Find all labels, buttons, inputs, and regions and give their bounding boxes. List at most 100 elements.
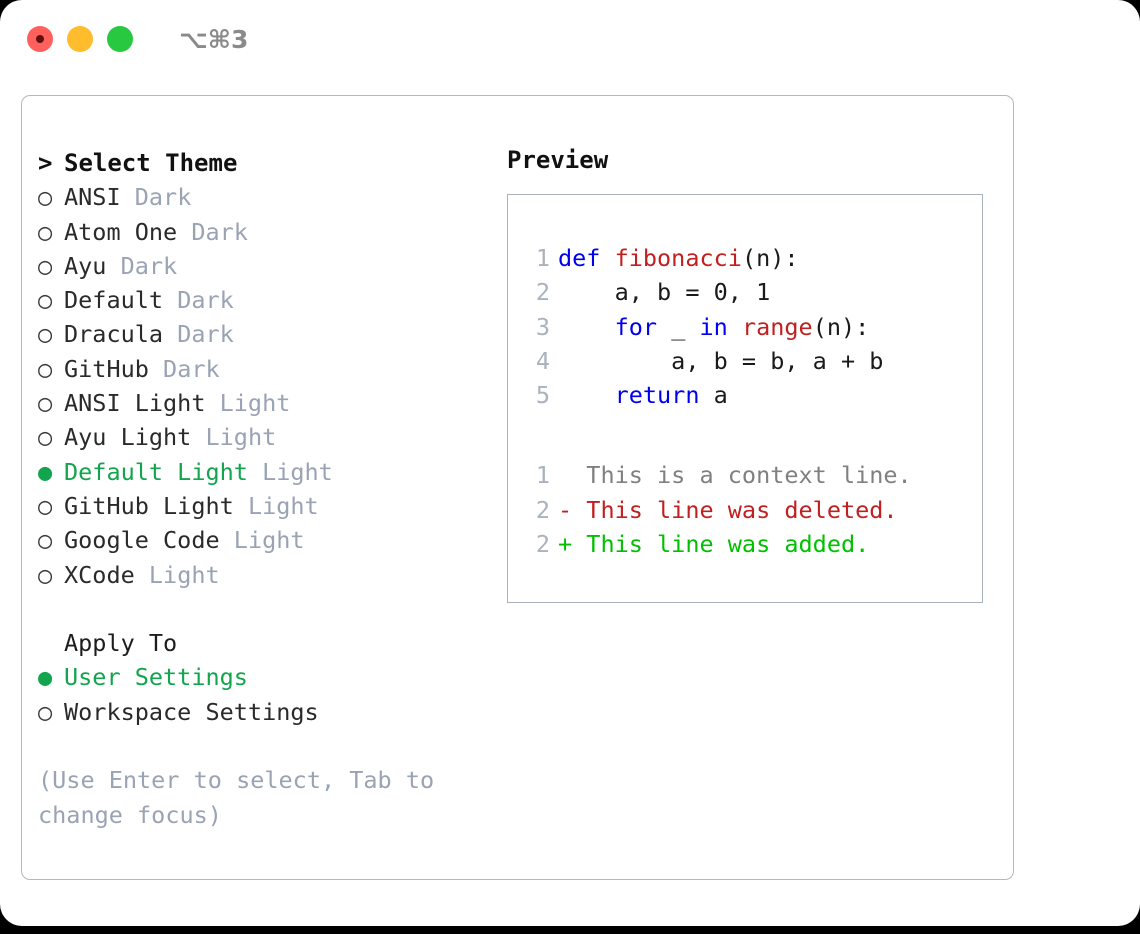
close-button[interactable] xyxy=(27,26,53,52)
theme-list-item[interactable]: ○XCode Light xyxy=(38,558,487,592)
code-token: (n): xyxy=(741,244,799,272)
theme-name-label: Default xyxy=(64,286,164,315)
theme-list-item[interactable]: ○ Google Code Light xyxy=(38,523,487,557)
theme-name-label: ANSI Light xyxy=(64,389,206,418)
select-theme-header: > Select Theme xyxy=(38,146,487,180)
diff-text: This line was deleted. xyxy=(586,495,898,524)
minimize-button[interactable] xyxy=(67,26,93,52)
radio-unselected-icon: ○ xyxy=(38,423,53,452)
theme-list-item[interactable]: ○Atom One Dark xyxy=(38,215,487,249)
theme-list-item[interactable]: ○ Dracula Dark xyxy=(38,317,487,351)
theme-list-item[interactable]: ○ Ayu Light Light xyxy=(38,420,487,454)
diff-sign: - xyxy=(558,495,587,524)
diff-line: 1 This is a context line. xyxy=(508,458,982,492)
line-number: 4 xyxy=(535,346,550,375)
code-line: 3 for _ in range(n): xyxy=(508,310,982,344)
radio-unselected-icon: ○ xyxy=(38,320,53,349)
theme-list-item[interactable]: ○Default Dark xyxy=(38,283,487,317)
theme-name-label: ANSI xyxy=(64,183,121,212)
theme-list-item[interactable]: ○ ANSI Light Light xyxy=(38,386,487,420)
theme-list-item[interactable]: ○ GitHub Dark xyxy=(38,352,487,386)
theme-list-item[interactable]: ○ ANSI Dark xyxy=(38,180,487,214)
theme-mode-badge: Dark xyxy=(177,286,234,315)
line-number: 1 xyxy=(535,244,550,272)
theme-list: ○ANSI Dark○Atom One Dark○Ayu Dark○Defaul… xyxy=(38,180,487,592)
line-number: 2 xyxy=(535,278,550,307)
radio-unselected-icon: ○ xyxy=(38,354,53,383)
diff-sign xyxy=(558,461,586,489)
apply-to-list: ●User Settings○Workspace Settings xyxy=(38,660,487,729)
radio-selected-icon: ● xyxy=(38,663,53,692)
code-line: 4 a, b = b, a + b xyxy=(508,344,982,378)
theme-name-label: Default Light xyxy=(64,457,248,486)
theme-mode-badge: Dark xyxy=(163,354,220,383)
theme-mode-badge: Dark xyxy=(177,320,234,349)
code-token: in xyxy=(699,312,742,341)
theme-mode-badge: Dark xyxy=(120,251,178,280)
diff-line: 2- This line was deleted. xyxy=(508,493,982,527)
theme-mode-badge: Light xyxy=(148,560,220,589)
line-number: 2 xyxy=(535,495,550,524)
radio-unselected-icon: ○ xyxy=(38,491,53,520)
keyboard-hint: (Use Enter to select, Tab to change focu… xyxy=(38,766,449,829)
code-token: range xyxy=(741,312,813,341)
diff-sign: + xyxy=(558,530,587,559)
radio-unselected-icon: ○ xyxy=(38,251,53,280)
code-line: 5 return a xyxy=(508,378,982,412)
theme-name-label: Google Code xyxy=(64,526,220,555)
main-panel: >Select Theme ○ANSI Dark○Atom One Dark○A… xyxy=(21,95,1014,880)
code-token: return xyxy=(614,381,700,410)
radio-unselected-icon: ○ xyxy=(38,389,53,418)
code-token: for xyxy=(614,312,658,341)
prompt-caret-icon: > xyxy=(38,149,53,177)
theme-selector-column: >Select Theme ○ANSI Dark○Atom One Dark○A… xyxy=(22,96,487,879)
theme-list-item[interactable]: ● Default Light Light xyxy=(38,455,487,489)
maximize-button[interactable] xyxy=(107,26,133,52)
theme-name-label: Dracula xyxy=(64,320,164,349)
theme-mode-badge: Dark xyxy=(134,183,192,212)
theme-list-item[interactable]: ○ GitHub Light Light xyxy=(38,489,487,523)
line-number: 3 xyxy=(535,312,550,341)
radio-unselected-icon: ○ xyxy=(38,526,53,555)
code-diff-gap xyxy=(508,412,982,458)
radio-selected-icon: ● xyxy=(38,457,53,486)
code-token: a, b = b, a + b xyxy=(558,346,884,375)
code-token: a, b = 0, 1 xyxy=(558,278,771,307)
code-line: 2 a, b = 0, 1 xyxy=(508,275,982,309)
theme-mode-badge: Light xyxy=(205,423,277,452)
apply-to-item[interactable]: ○Workspace Settings xyxy=(38,695,487,729)
diff-line: 2+ This line was added. xyxy=(508,527,982,561)
code-token xyxy=(558,313,615,341)
theme-name-label: GitHub xyxy=(64,354,149,383)
theme-mode-badge: Light xyxy=(247,491,319,520)
theme-name-label: XCode xyxy=(64,560,135,589)
diff-text: This is a context line. xyxy=(586,461,912,490)
list-spacer xyxy=(38,592,487,626)
diff-sample: 1 This is a context line.2- This line wa… xyxy=(508,458,982,561)
code-token: _ xyxy=(657,312,700,341)
radio-unselected-icon: ○ xyxy=(38,217,53,246)
apply-to-item[interactable]: ●User Settings xyxy=(38,660,487,694)
theme-name-label: GitHub Light xyxy=(64,491,234,520)
theme-name-label: Ayu xyxy=(64,251,107,280)
line-number: 1 xyxy=(535,461,550,490)
apply-to-label: Workspace Settings xyxy=(64,697,319,726)
code-token: (n): xyxy=(812,312,870,341)
title-bar: ⌥⌘3 xyxy=(0,0,1140,78)
theme-mode-badge: Light xyxy=(219,389,291,418)
theme-mode-badge: Dark xyxy=(191,217,248,246)
theme-list-item[interactable]: ○ Ayu Dark xyxy=(38,249,487,283)
select-theme-label: Select Theme xyxy=(64,149,238,177)
preview-title: Preview xyxy=(507,146,609,174)
theme-mode-badge: Light xyxy=(233,526,305,555)
diff-text: This line was added. xyxy=(586,530,870,559)
theme-mode-badge: Light xyxy=(262,457,333,486)
code-token: fibonacci xyxy=(614,244,742,272)
radio-unselected-icon: ○ xyxy=(38,183,53,212)
theme-name-label: Ayu Light xyxy=(64,423,192,452)
code-token xyxy=(558,381,615,409)
